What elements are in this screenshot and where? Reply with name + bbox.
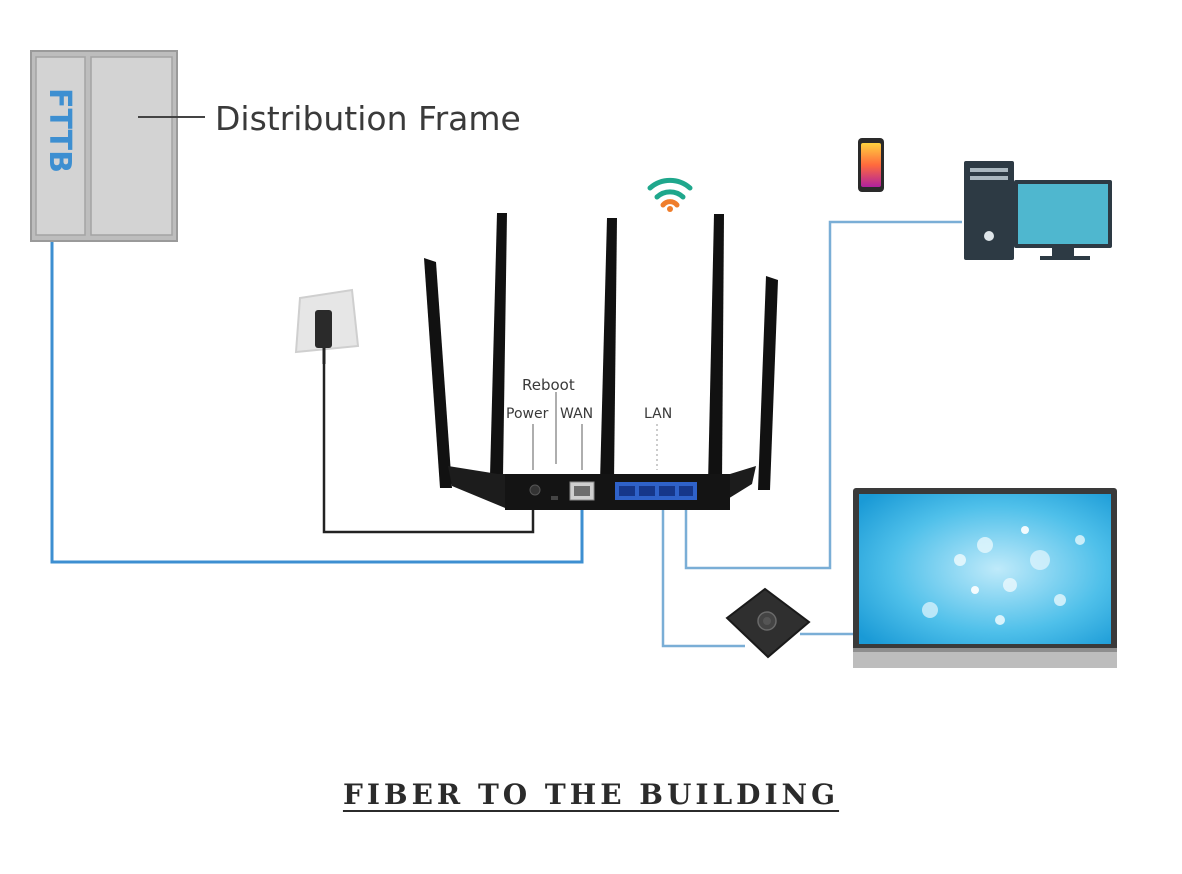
wall-outlet-icon [294, 288, 360, 364]
wifi-icon [647, 177, 693, 212]
distribution-frame-label: Distribution Frame [215, 99, 521, 138]
set-top-box-icon [725, 587, 811, 659]
reboot-label: Reboot [522, 376, 575, 394]
distribution-frame-icon: FTTB [30, 50, 178, 242]
fiber-cable [50, 238, 584, 564]
smartphone-icon [858, 138, 884, 192]
lan-cable-settop [661, 505, 745, 648]
lan-label: LAN [644, 406, 672, 422]
wan-label: WAN [560, 406, 593, 422]
router-icon [424, 213, 778, 510]
fttb-label: FTTB [42, 88, 77, 173]
diagram-caption: FIBER TO THE BUILDING [342, 778, 840, 811]
power-label: Power [506, 406, 549, 422]
desktop-computer-icon [964, 161, 1112, 260]
tv-icon [853, 488, 1117, 668]
cables [50, 220, 962, 648]
power-cable [322, 362, 535, 534]
lan-cable-desktop [684, 220, 962, 570]
